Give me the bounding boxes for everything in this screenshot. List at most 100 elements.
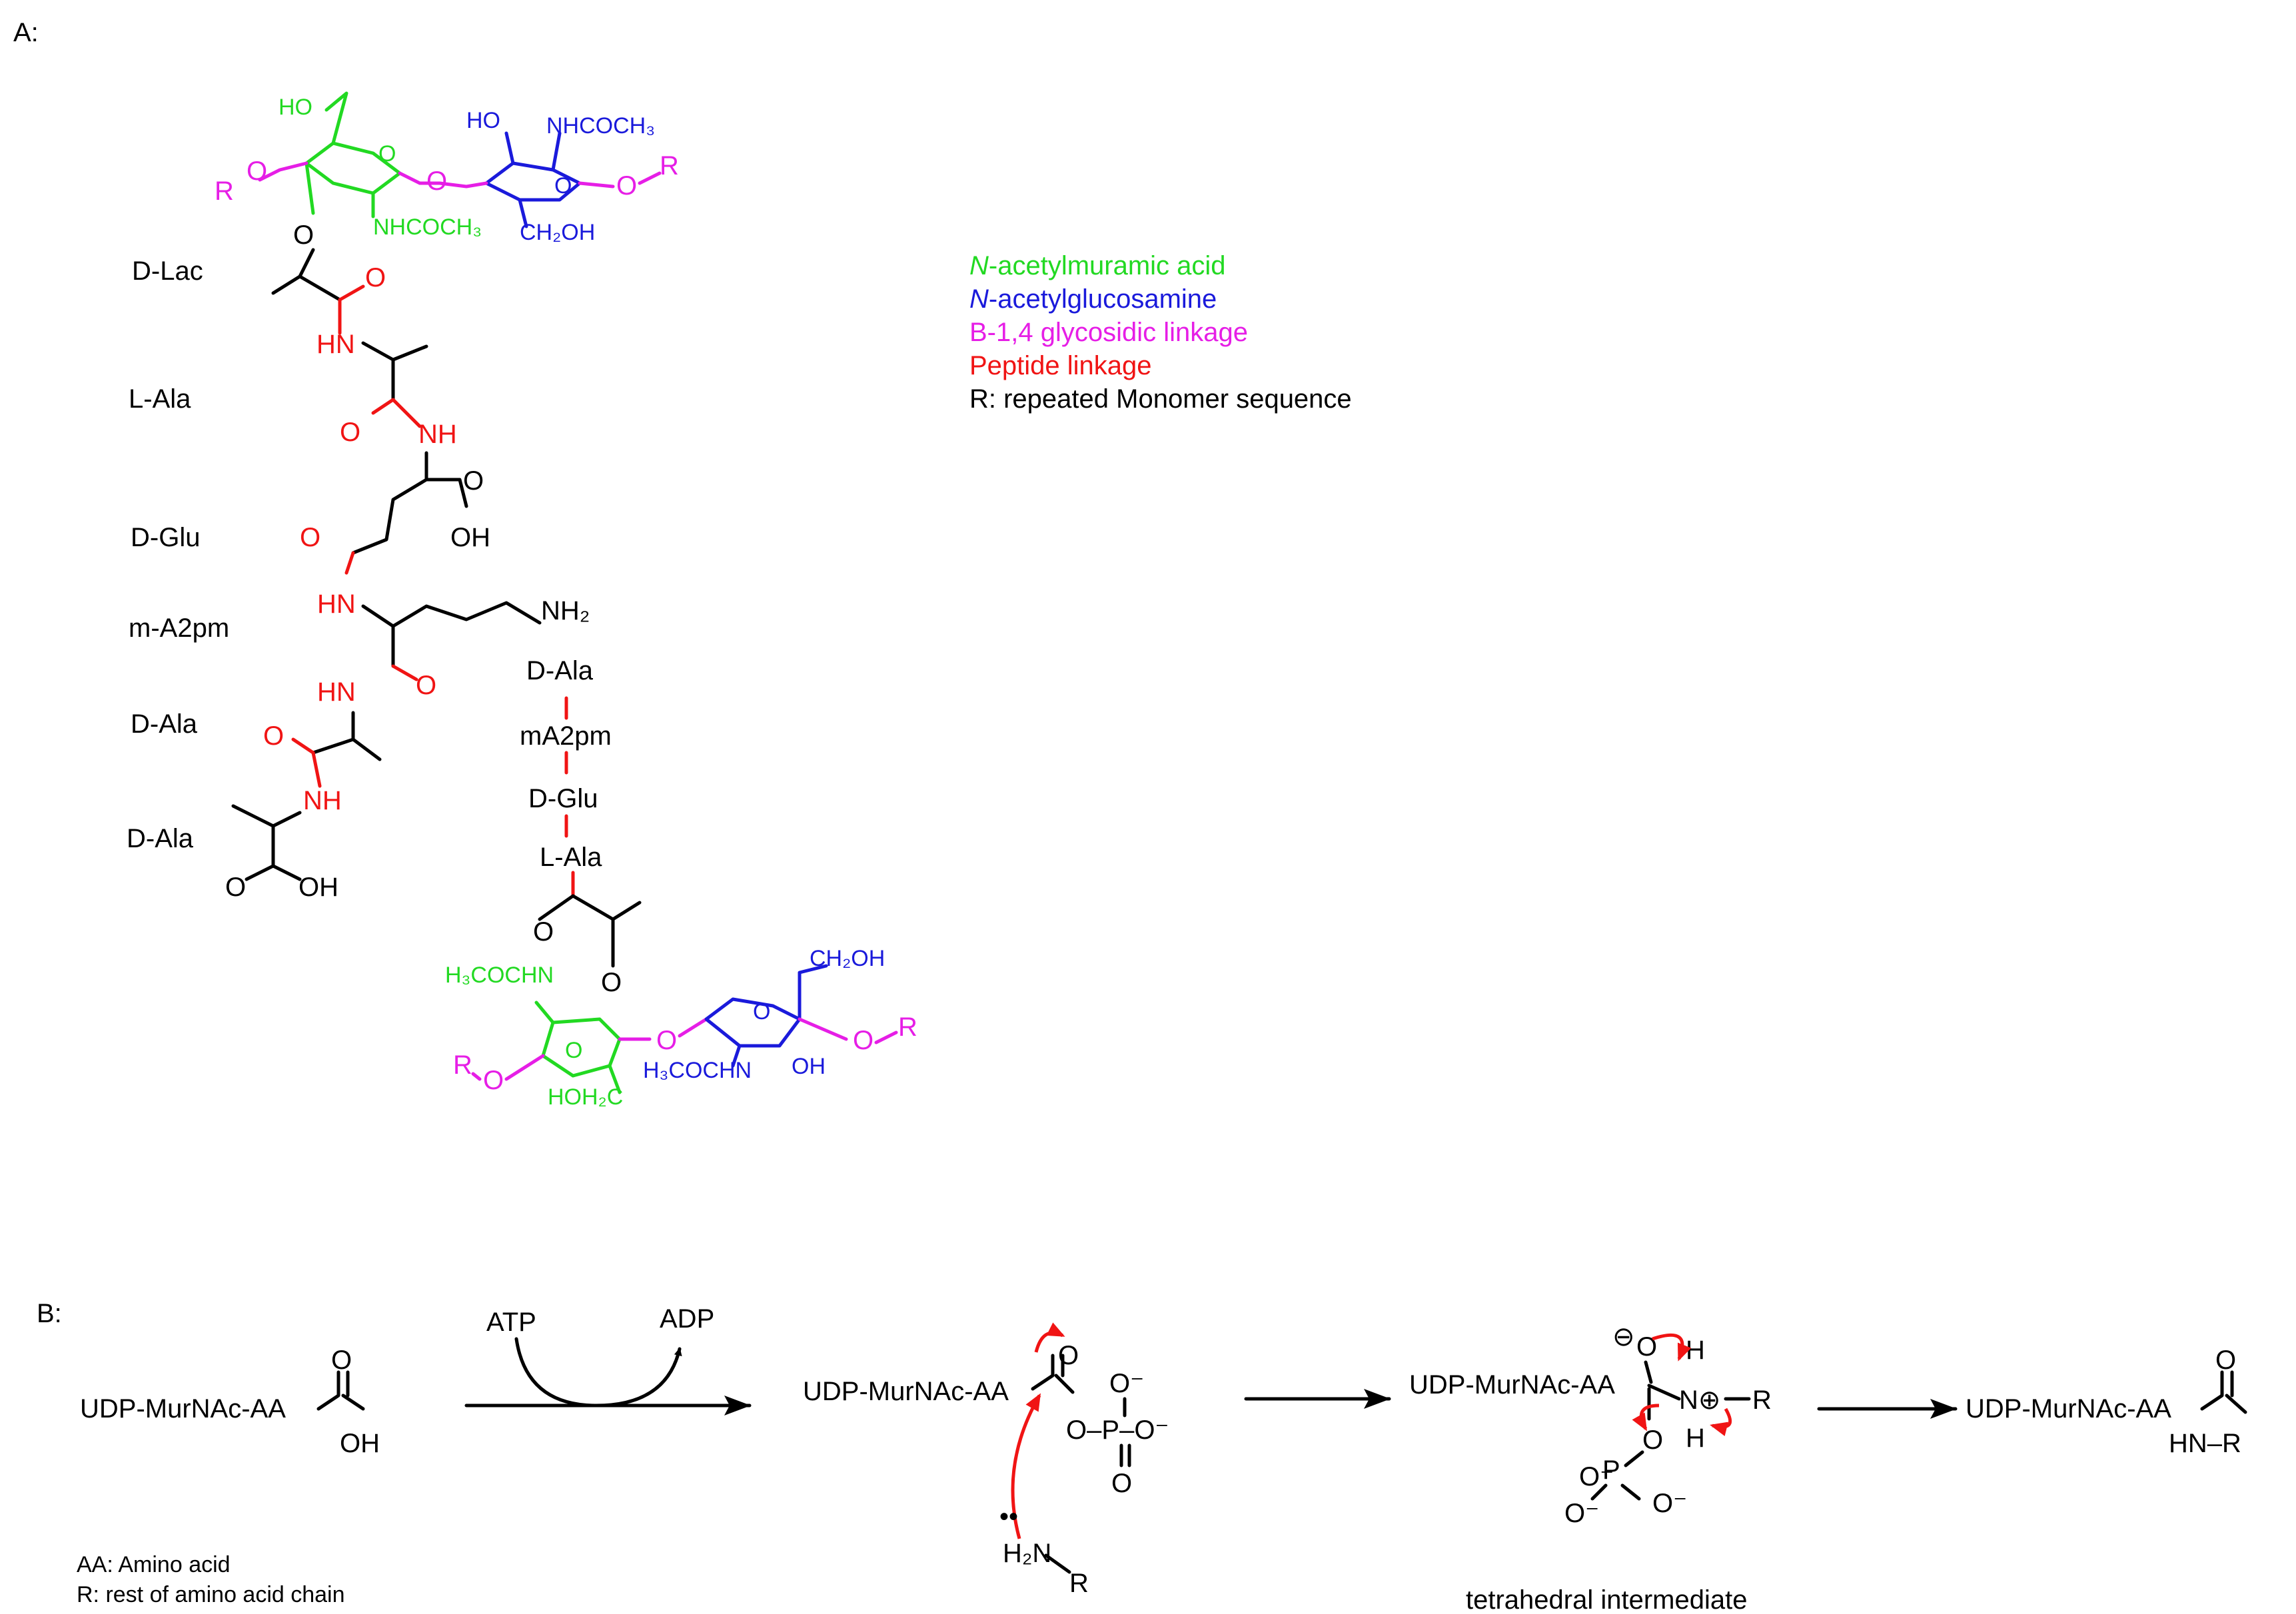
ether-oxygen: O: [293, 220, 314, 250]
ring-oxygen: O: [753, 999, 770, 1024]
substrate-label: UDP-MurNAc-AA: [803, 1377, 1009, 1406]
panel-a-label: A:: [13, 18, 39, 47]
ring-oxygen: O: [378, 141, 396, 167]
carbonyl-oxygen: O: [225, 873, 246, 902]
phosphate-o-minus: O⁻: [1109, 1369, 1144, 1398]
ch2oh-group: CH₂OH: [810, 946, 885, 971]
carbonyl-oxygen: O: [300, 523, 320, 552]
crosslink-chain: D-Ala mA2pm D-Glu L-Ala O O: [520, 656, 642, 997]
oxyanion-minus: ⊖: [1612, 1322, 1635, 1352]
amide-hn-r: HN–R: [2169, 1429, 2241, 1458]
glycosidic-oxygen: O: [656, 1026, 677, 1055]
tetrahedral-caption: tetrahedral intermediate: [1466, 1585, 1747, 1614]
crosslink-residue: D-Glu: [528, 784, 598, 813]
top-nam-sugar: HO O NHCOCH₃: [279, 91, 482, 240]
legend-item-r: R: repeated Monomer sequence: [969, 384, 1352, 414]
footnote-aa: AA: Amino acid: [77, 1552, 231, 1577]
footnote-r: R: rest of amino acid chain: [77, 1582, 345, 1607]
acyl-phosphate: UDP-MurNAc-AA O O–P–O⁻ O⁻ O •• H₂N R: [803, 1322, 1169, 1598]
ch2oh-group: CH₂OH: [520, 220, 595, 245]
carbonyl-oxygen: O: [2215, 1346, 2236, 1375]
nh2-group: NH₂: [541, 596, 590, 625]
crosslink-residue: L-Ala: [540, 843, 602, 872]
h3cochn-group: H₃COCHN: [445, 963, 554, 988]
carbonyl-oxygen: O: [365, 263, 386, 292]
carbonyl-oxygen: O: [263, 721, 284, 751]
nhcoch3-group: NHCOCH₃: [546, 113, 655, 139]
phosphate-o-minus: O⁻: [1652, 1489, 1687, 1518]
carbonyl-oxygen: O: [533, 917, 554, 947]
panel-b-label: B:: [37, 1299, 62, 1328]
substrate-label: UDP-MurNAc-AA: [1966, 1394, 2171, 1423]
legend-item-nam: N-acetylmuramic acid: [969, 251, 1226, 280]
r-group: R: [898, 1012, 917, 1042]
amine-h2n: H₂N: [1003, 1539, 1051, 1568]
atp-adp-arrow: ATP ADP: [464, 1304, 752, 1415]
amide-hn: HN: [317, 677, 356, 707]
carbonyl-oxygen: O: [1058, 1341, 1079, 1370]
residue-label: m-A2pm: [129, 613, 229, 643]
legend-item-glycosidic: B-1,4 glycosidic linkage: [969, 318, 1248, 347]
phosphorus: P: [1602, 1455, 1620, 1485]
substrate-label: UDP-MurNAc-AA: [80, 1394, 286, 1423]
carbonyl-oxygen: O: [463, 466, 484, 496]
amine-r: R: [1069, 1569, 1089, 1598]
oh-group: OH: [792, 1054, 826, 1079]
crosslink-residue: mA2pm: [520, 721, 612, 751]
carbonyl-oxygen: O: [416, 671, 436, 700]
phosphate-oxygen: O: [1111, 1469, 1132, 1498]
glycosidic-oxygen: O: [483, 1066, 504, 1095]
substrate-label: UDP-MurNAc-AA: [1409, 1370, 1615, 1400]
r-group: R: [453, 1050, 472, 1080]
lone-pair-dots: ••: [999, 1502, 1018, 1531]
glycosidic-oxygen: O: [853, 1026, 873, 1055]
nhcoch3-group: NHCOCH₃: [373, 214, 482, 240]
phosphate-o-minus: O⁻: [1579, 1462, 1614, 1491]
atp-label: ATP: [486, 1308, 536, 1337]
phosphate-o-minus: O⁻: [1564, 1499, 1599, 1528]
phosphate-group: O–P–O⁻: [1066, 1415, 1169, 1445]
legend-item-peptide: Peptide linkage: [969, 351, 1152, 380]
h-atom: H: [1686, 1336, 1705, 1365]
top-nag-sugar: HO NHCOCH₃ O CH₂OH: [466, 108, 655, 245]
hoh2c-group: HOH₂C: [548, 1084, 623, 1110]
ring-oxygen: O: [565, 1038, 582, 1063]
substrate-structure: UDP-MurNAc-AA O OH: [80, 1346, 380, 1458]
amide-product: UDP-MurNAc-AA O HN–R: [1966, 1346, 2247, 1458]
crosslink-residue: D-Ala: [526, 656, 594, 685]
ammonium-n: N⊕: [1679, 1386, 1720, 1415]
ho-group: HO: [466, 108, 500, 133]
legend-item-nag: N-acetylglucosamine: [969, 284, 1217, 314]
peptide-backbone: O O HN O NH O OH O HN NH₂ O HN O NH O: [225, 220, 590, 902]
acid-oh: OH: [298, 873, 338, 902]
amide-hn: HN: [316, 330, 355, 359]
legend: N-acetylmuramic acid N-acetylglucosamine…: [969, 251, 1352, 414]
acid-oh: OH: [340, 1429, 380, 1458]
residue-label: D-Glu: [131, 523, 200, 552]
glycosidic-oxygen: O: [247, 157, 267, 186]
residue-label: D-Ala: [127, 824, 194, 853]
bottom-nag-sugar: O CH₂OH H₃COCHN OH: [643, 946, 885, 1083]
ring-oxygen: O: [554, 173, 572, 199]
r-group: R: [215, 177, 234, 206]
ether-oxygen: O: [601, 968, 622, 997]
r-group: R: [660, 151, 679, 181]
glycosidic-oxygen: O: [426, 167, 447, 196]
h3cochn-group: H₃COCHN: [643, 1058, 752, 1083]
h-atom: H: [1686, 1423, 1705, 1453]
carbonyl-oxygen: O: [340, 418, 360, 447]
glycosidic-oxygen: O: [616, 171, 637, 201]
residue-label: D-Lac: [132, 256, 203, 286]
tetrahedral-intermediate: UDP-MurNAc-AA ⊖ O H N⊕ R H O P O⁻ O⁻ O⁻ …: [1409, 1322, 1772, 1614]
amide-hn: HN: [317, 590, 356, 619]
bottom-nam-sugar: H₃COCHN O HOH₂C: [445, 963, 623, 1110]
adp-label: ADP: [660, 1304, 714, 1334]
carbonyl-oxygen: O: [331, 1346, 352, 1375]
ho-group: HO: [279, 95, 312, 120]
residue-label: L-Ala: [129, 384, 191, 414]
residue-label: D-Ala: [131, 709, 198, 739]
amide-nh: NH: [418, 420, 457, 449]
bridge-o: O: [1642, 1425, 1663, 1455]
amide-nh: NH: [303, 786, 342, 815]
